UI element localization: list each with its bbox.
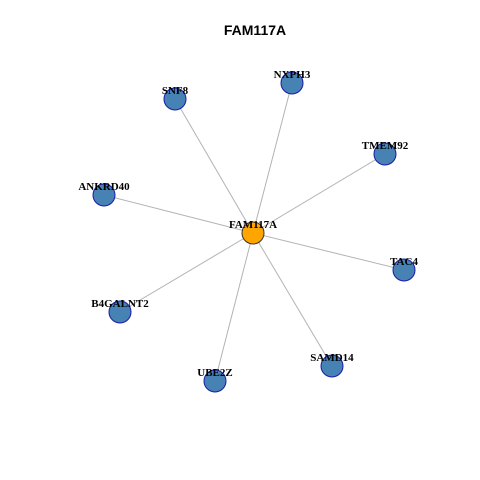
- node-circle-ube2z: [203, 369, 227, 393]
- node-label-ankrd40: ANKRD40: [78, 181, 130, 193]
- edge-fam117a-nxph3: [252, 82, 293, 234]
- node-circle-ankrd40: [92, 183, 116, 207]
- node-nxph3: NXPH3: [274, 69, 311, 95]
- node-label-nxph3: NXPH3: [274, 69, 311, 81]
- node-circle-tmem92: [373, 142, 397, 166]
- node-circle-fam117a: [241, 221, 265, 245]
- node-ube2z: UBE2Z: [197, 367, 233, 393]
- node-label-snf8: SNF8: [162, 85, 189, 97]
- node-ankrd40: ANKRD40: [78, 181, 130, 207]
- edge-fam117a-ankrd40: [103, 194, 254, 234]
- node-circle-tac4: [392, 258, 416, 282]
- node-label-tmem92: TMEM92: [362, 140, 409, 152]
- node-circle-b4galnt2: [108, 300, 132, 324]
- node-label-samd14: SAMD14: [310, 352, 354, 364]
- node-label-fam117a: FAM117A: [229, 219, 277, 231]
- node-circle-samd14: [320, 354, 344, 378]
- edge-fam117a-b4galnt2: [119, 232, 254, 313]
- edge-fam117a-snf8: [174, 98, 254, 234]
- node-samd14: SAMD14: [310, 352, 354, 378]
- node-label-tac4: TAC4: [390, 256, 418, 268]
- node-b4galnt2: B4GALNT2: [91, 298, 149, 324]
- node-tmem92: TMEM92: [362, 140, 409, 166]
- node-label-b4galnt2: B4GALNT2: [91, 298, 149, 310]
- edge-fam117a-samd14: [252, 232, 333, 367]
- node-circle-snf8: [163, 87, 187, 111]
- node-tac4: TAC4: [390, 256, 418, 282]
- node-circle-nxph3: [280, 71, 304, 95]
- nodes-layer: NXPH3SNF8TMEM92ANKRD40TAC4B4GALNT2SAMD14…: [78, 69, 418, 393]
- edge-fam117a-tmem92: [252, 153, 386, 234]
- diagram-title: FAM117A: [224, 22, 286, 38]
- edge-fam117a-tac4: [252, 232, 405, 271]
- node-label-ube2z: UBE2Z: [197, 367, 232, 379]
- node-snf8: SNF8: [162, 85, 189, 111]
- node-fam117a: FAM117A: [229, 219, 277, 245]
- edges-layer: [103, 82, 405, 382]
- edge-fam117a-ube2z: [214, 232, 254, 382]
